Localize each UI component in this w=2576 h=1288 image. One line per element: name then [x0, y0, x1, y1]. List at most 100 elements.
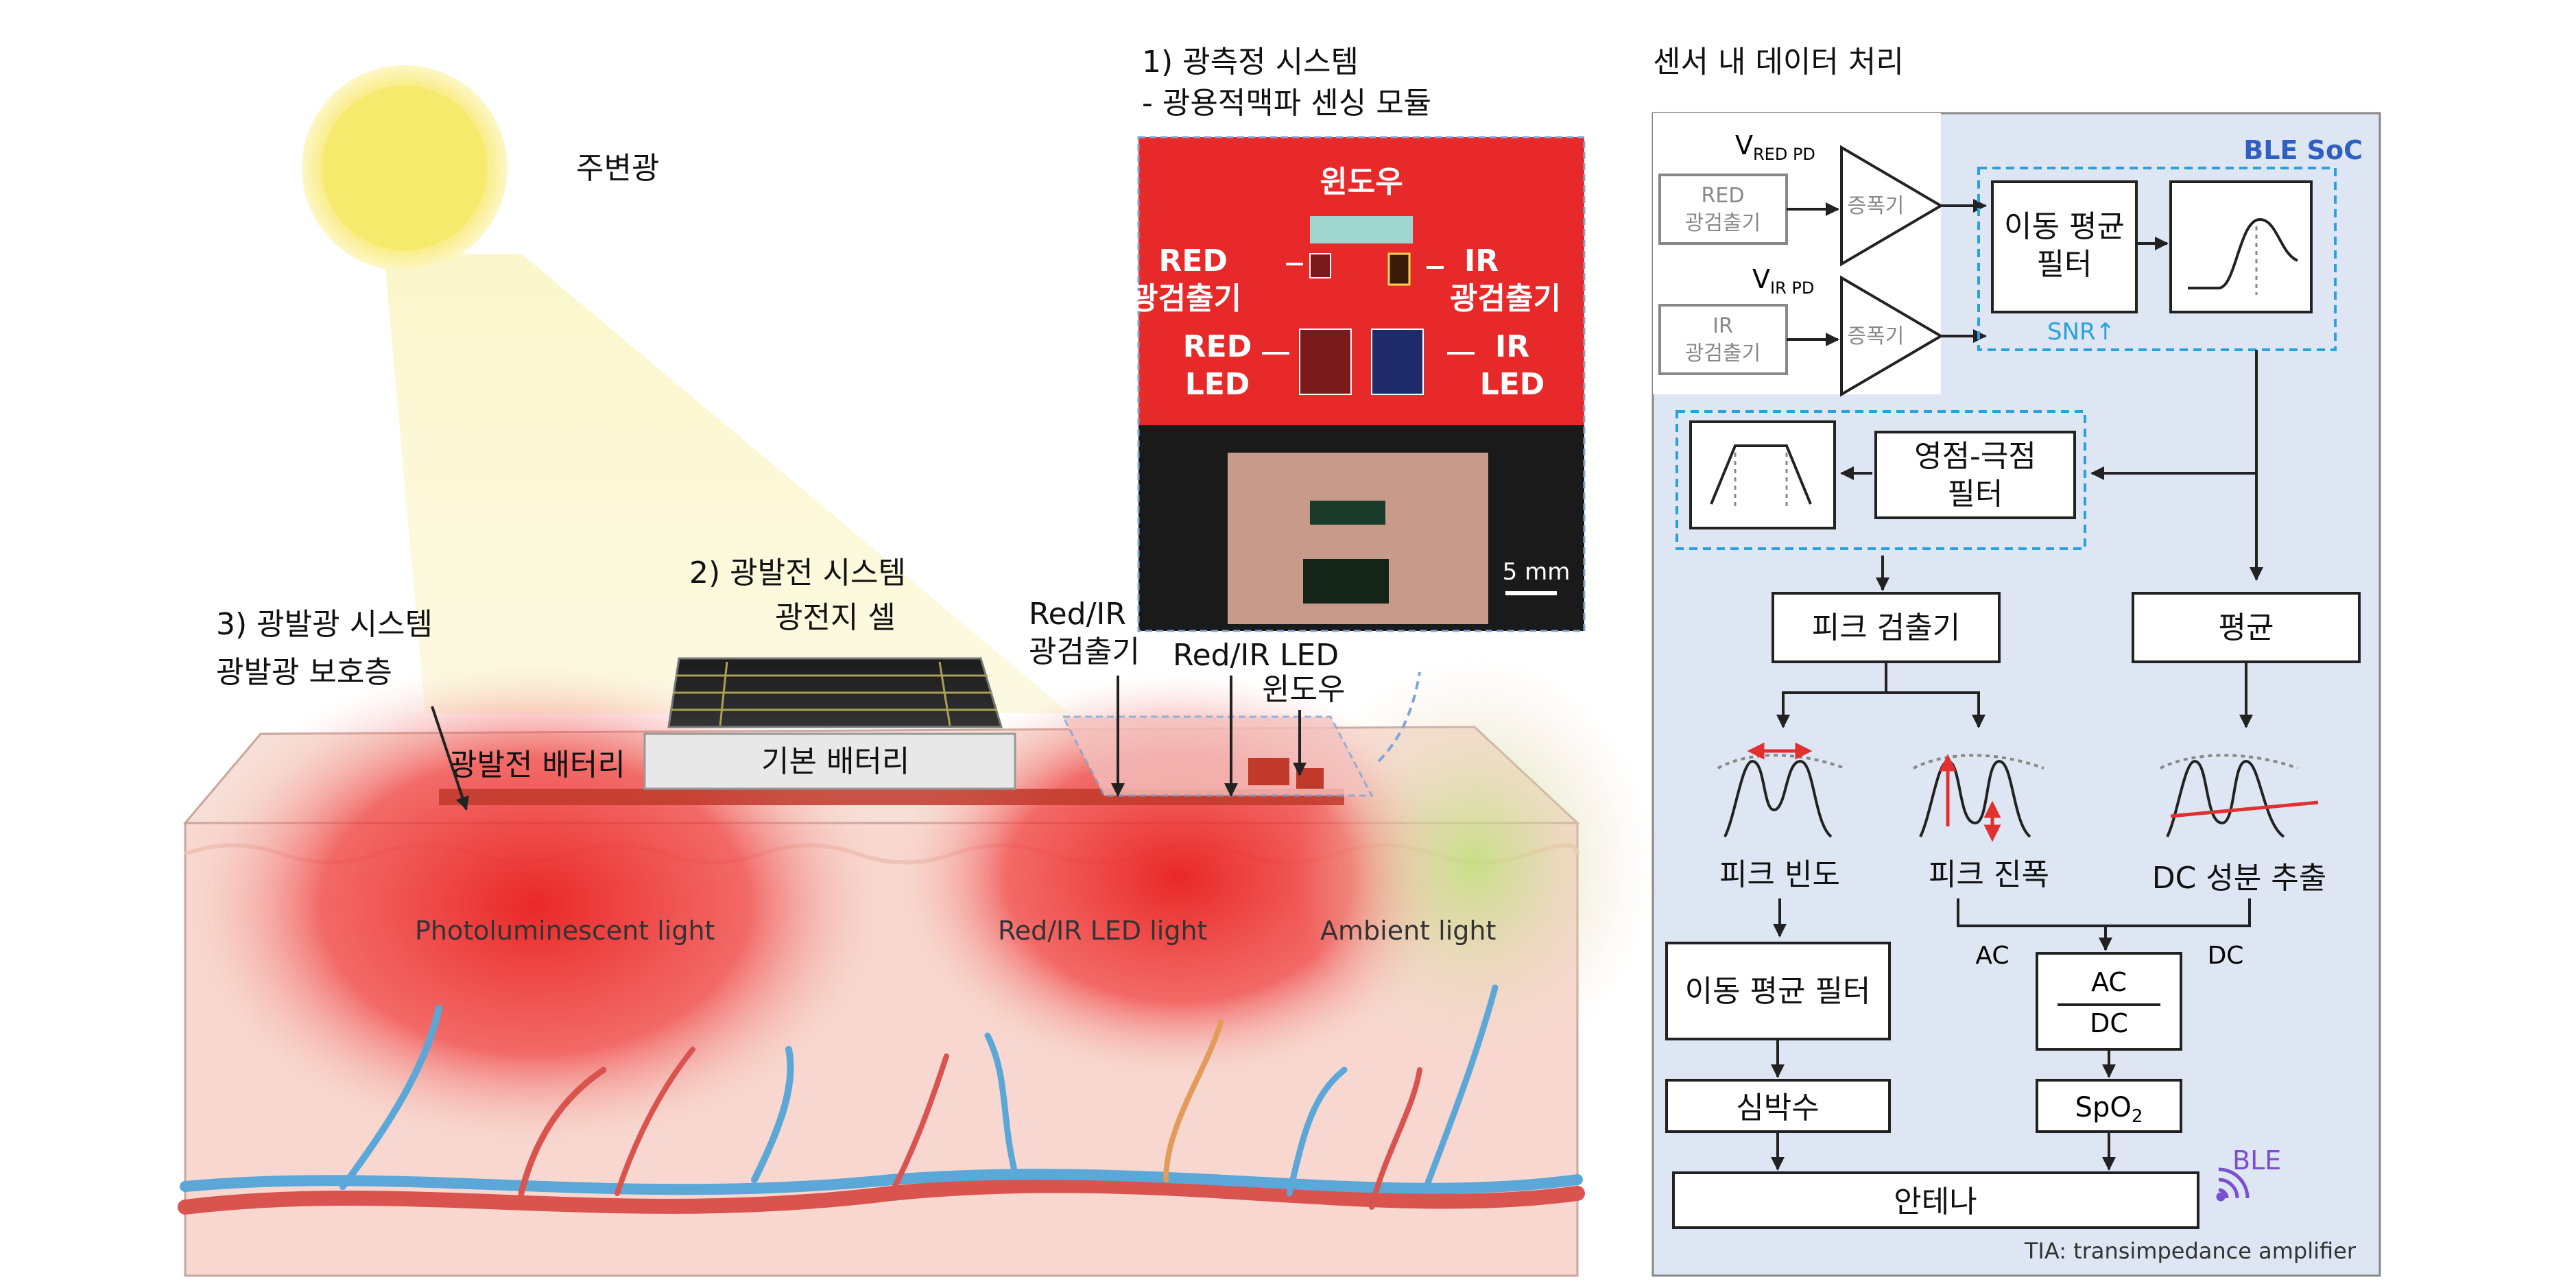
module-red-pd [1309, 253, 1331, 278]
ma-filter-line1: 이동 평균 [2004, 209, 2125, 244]
waveform-peak-amp [1913, 754, 2044, 842]
wireless-icon [2216, 1167, 2250, 1202]
line-dc [2106, 898, 2251, 927]
ma-filter-box [1991, 180, 2138, 313]
ac-label: AC [1975, 942, 2009, 970]
peak-detector-label: 피크 검출기 [1812, 610, 1960, 645]
module-title-2: - 광용적맥파 센싱 모듈 [1142, 86, 1431, 121]
led-chip [1248, 758, 1289, 785]
pl-layer-label: 광발광 보호층 [216, 655, 392, 690]
arrow-to-peak-freq [1776, 662, 1887, 728]
module-title-1: 1) 광측정 시스템 [1142, 45, 1359, 80]
sensor-window-area [1061, 715, 1374, 797]
amp-red-triangle [1840, 145, 1944, 267]
pl-title: 3) 광발광 시스템 [216, 607, 433, 642]
red-pd-line1: RED [1702, 184, 1745, 208]
lowpass-curve [2188, 217, 2298, 289]
module-callout-line [1377, 671, 1421, 763]
ambient-glow [1296, 658, 1653, 1070]
led-label: Red/IR LED [1173, 638, 1339, 673]
zp-filter-box [1874, 431, 2076, 519]
module-red-led [1299, 329, 1352, 395]
sunlight-beam [384, 254, 1070, 713]
ambient-label: 주변광 [576, 151, 659, 186]
module-red-pd-1: RED [1159, 243, 1228, 278]
left-illustration: 주변광 기본 배터리 광발전 배터리 [178, 45, 1653, 1277]
module-back-part-2 [1303, 559, 1389, 604]
module-ir-led-2: LED [1480, 367, 1545, 402]
snr-label: SNR↑ [2047, 318, 2115, 346]
filter-group-1 [1977, 167, 2337, 351]
amp-red-label: 증폭기 [1848, 194, 1905, 218]
photoluminescent-glow [178, 658, 892, 1152]
module-red-led-1: RED [1183, 329, 1252, 364]
amp-ir-label: 증폭기 [1848, 324, 1905, 348]
module-ir-pd-2: 광검출기 [1450, 281, 1561, 316]
arrow-to-peak-amp [1886, 691, 1985, 728]
bandpass-box [1689, 420, 1836, 529]
amp-ir-triangle [1840, 275, 1944, 397]
module-ir-pd [1387, 252, 1411, 286]
module-ir-pd-1: IR [1464, 243, 1499, 278]
scale-bar-label: 5 mm [1503, 558, 1571, 586]
module-ir-led-1: IR [1495, 329, 1529, 364]
ir-pd-line2: 광검출기 [1685, 342, 1761, 366]
bandpass-curve [1710, 444, 1812, 505]
zp-filter-line2: 필터 [1948, 477, 2003, 512]
module-photo-frame [1137, 136, 1586, 632]
ble-label: BLE [2232, 1145, 2281, 1176]
pd-label-1: Red/IR [1029, 597, 1126, 632]
spo2-label: SpO2 [2075, 1092, 2143, 1127]
v-ir-label: VIR PD [1752, 264, 1814, 298]
blood-vessels [178, 984, 1585, 1215]
waveform-peak-freq [1717, 742, 1846, 838]
module-back-part-1 [1310, 501, 1385, 525]
arrow-ac [1957, 898, 2112, 951]
antenna-label: 안테나 [1894, 1184, 1977, 1219]
base-battery [643, 732, 1016, 790]
pv-cell-label: 광전지 셀 [775, 600, 896, 635]
pv-battery-label: 광발전 배터리 [449, 748, 625, 783]
peak-detector-box [1772, 592, 2001, 663]
average-box [2132, 592, 2361, 663]
light-label-pl: Photoluminescent light [415, 916, 715, 946]
module-window [1310, 216, 1413, 243]
filter-group-2 [1675, 410, 2086, 550]
ma-filter-line2: 필터 [2037, 247, 2092, 282]
heart-rate-label: 심박수 [1736, 1090, 1819, 1125]
pd-label-2: 광검출기 [1029, 634, 1140, 669]
module-window-label: 윈도우 [1320, 165, 1403, 200]
pl-layer-arrow [431, 706, 469, 811]
dc-label: DC [2208, 942, 2244, 970]
pv-title: 2) 광발전 시스템 [689, 556, 906, 591]
waveform-dc [2160, 754, 2319, 838]
heart-rate-box [1665, 1079, 1891, 1133]
module-red-led-2: LED [1185, 367, 1250, 402]
window-label: 윈도우 [1262, 672, 1345, 707]
ble-soc-label: BLE SoC [2243, 135, 2363, 165]
module-ir-led [1371, 329, 1424, 395]
peak-freq-label: 피크 빈도 [1719, 857, 1840, 892]
tia-note: TIA: transimpedance amplifier [2024, 1238, 2357, 1264]
module-photo-top [1138, 137, 1584, 425]
right-flowchart: 센서 내 데이터 처리 BLE SoC VRED PD VIR PD RED 광… [1651, 45, 2381, 1277]
ma-filter-2-label: 이동 평균 필터 [1685, 974, 1871, 1009]
ratio-den: DC [2090, 1008, 2128, 1038]
red-pd-line2: 광검출기 [1685, 211, 1761, 235]
module-red-pd-2: 광검출기 [1130, 281, 1241, 316]
dc-extract-label: DC 성분 추출 [2152, 861, 2327, 896]
light-label-led: Red/IR LED light [998, 916, 1207, 946]
ratio-num: AC [2091, 967, 2127, 997]
light-label-ambient: Ambient light [1320, 916, 1496, 946]
spo2-box [2036, 1079, 2182, 1133]
peak-amp-label: 피크 진폭 [1929, 857, 2049, 892]
ratio-box [2036, 952, 2182, 1051]
right-title: 센서 내 데이터 처리 [1653, 45, 1904, 80]
antenna-box [1672, 1171, 2199, 1229]
ir-pd-line1: IR [1713, 314, 1733, 338]
zp-filter-line1: 영점-극점 [1914, 439, 2036, 474]
base-battery-label: 기본 배터리 [761, 744, 909, 779]
solar-cell-grid [671, 661, 997, 726]
sun-core [322, 86, 487, 250]
average-label: 평균 [2219, 610, 2274, 645]
